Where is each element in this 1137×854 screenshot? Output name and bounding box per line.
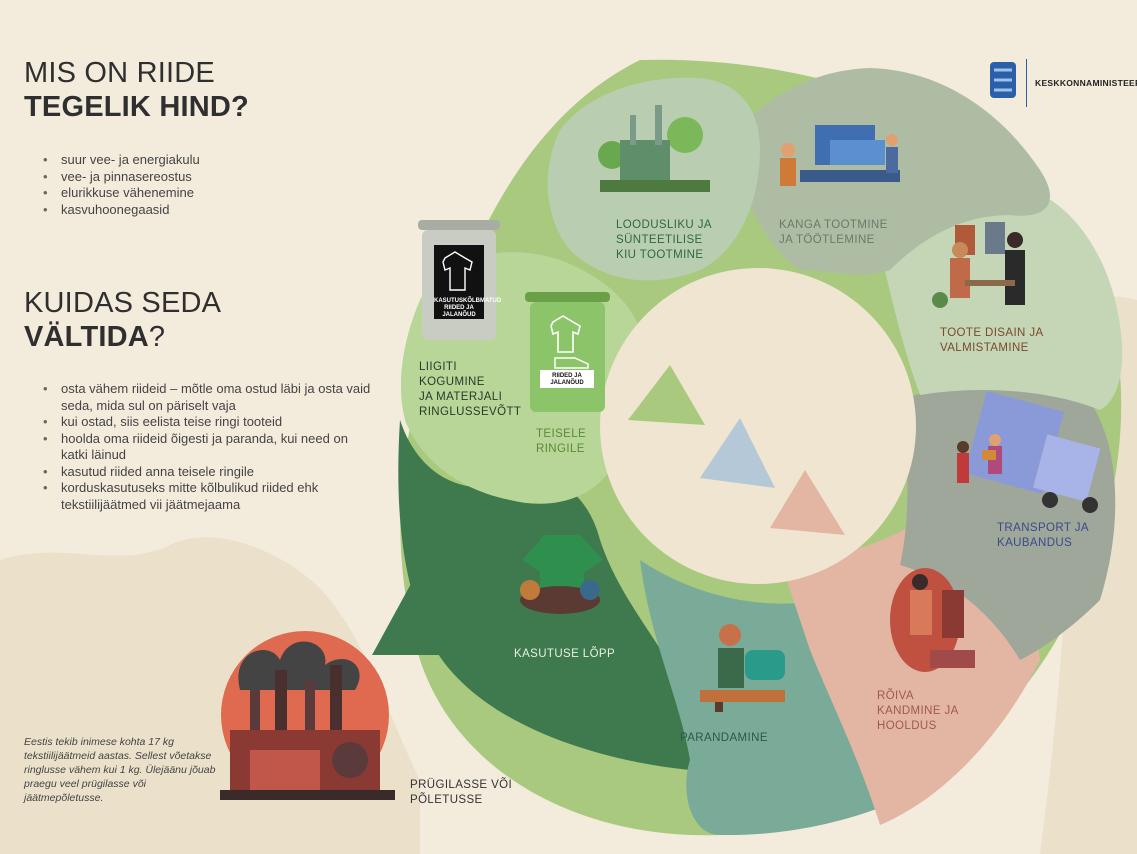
green-bin — [525, 292, 610, 412]
fiber-illustration — [598, 105, 710, 192]
title-line1: MIS ON RIIDE — [24, 57, 215, 89]
label-fabric: KANGA TOOTMINE JA TÖÖTLEMINE — [779, 219, 888, 246]
fabric-illustration — [780, 125, 900, 186]
label-landfill: PRÜGILASSE VÕI PÕLETUSSE — [410, 779, 513, 806]
wearing-illustration — [890, 568, 975, 672]
cost-item: suur vee- ja energiakulu — [43, 152, 200, 169]
cost-item: kasvuhoonegaasid — [43, 202, 200, 219]
grey-bin-label: KASUTUSKÕLBMATUD RIIDED JA JALANÕUD — [434, 298, 502, 319]
prevent-item: kasutud riided anna teisele ringile — [43, 464, 373, 481]
transport-illustration — [957, 391, 1101, 513]
cost-list: suur vee- ja energiakulu vee- ja pinnase… — [43, 152, 200, 218]
arrow-blue — [700, 418, 775, 488]
green-bin-label: RIIDED JA JALANÕUD — [550, 373, 584, 386]
label-wearing: RÕIVA KANDMINE JA HOOLDUS — [877, 690, 959, 732]
label-fiber: LOODUSLIKU JA SÜNTEETILISE KIU TOOTMINE — [616, 219, 712, 261]
ministry-logo: KESKKONNAMINISTEERIUM — [990, 59, 1137, 107]
end-of-use-illustration — [520, 535, 603, 614]
grey-bin — [418, 220, 500, 340]
title-prevent: KUIDAS SEDA VÄLTIDA? — [24, 286, 221, 354]
label-design: TOOTE DISAIN JA VALMISTAMINE — [940, 327, 1044, 354]
repair-illustration — [700, 624, 785, 712]
cost-item: elurikkuse vähenemine — [43, 185, 200, 202]
title-line2: TEGELIK HIND? — [24, 91, 249, 123]
landfill-illustration — [220, 631, 395, 800]
label-repair: PARANDAMINE — [680, 732, 768, 744]
cycle-center — [600, 268, 916, 584]
arrow-pink — [770, 470, 845, 535]
design-illustration — [932, 222, 1025, 308]
arrow-green — [628, 365, 705, 425]
prevent-list: osta vähem riideid – mõtle oma ostud läb… — [43, 381, 373, 513]
title-question: MIS ON RIIDE TEGELIK HIND? — [24, 56, 249, 124]
footnote: Eestis tekib inimese kohta 17 kg tekstii… — [24, 736, 216, 804]
label-secondhand: TEISELE RINGILE — [536, 428, 587, 455]
prevent-item: kui ostad, siis eelista teise ringi toot… — [43, 414, 373, 431]
prevent-item: osta vähem riideid – mõtle oma ostud läb… — [43, 381, 373, 414]
prevent-line2: VÄLTIDA? — [24, 321, 166, 353]
label-collection: LIIGITI KOGUMINE JA MATERJALI RINGLUSSEV… — [419, 361, 522, 418]
label-transport: TRANSPORT JA KAUBANDUS — [997, 522, 1089, 549]
region-design — [880, 185, 1123, 410]
arrow-landfill — [372, 580, 455, 655]
label-end-of-use: KASUTUSE LÕPP — [514, 648, 616, 660]
logo-text: KESKKONNAMINISTEERIUM — [1035, 78, 1137, 88]
prevent-line1: KUIDAS SEDA — [24, 287, 222, 319]
cost-item: vee- ja pinnasereostus — [43, 169, 200, 186]
coat-of-arms-icon — [990, 62, 1016, 98]
prevent-item: hoolda oma riideid õigesti ja paranda, k… — [43, 431, 373, 464]
prevent-item: korduskasutuseks mitte kõlbulikud riided… — [43, 480, 373, 513]
